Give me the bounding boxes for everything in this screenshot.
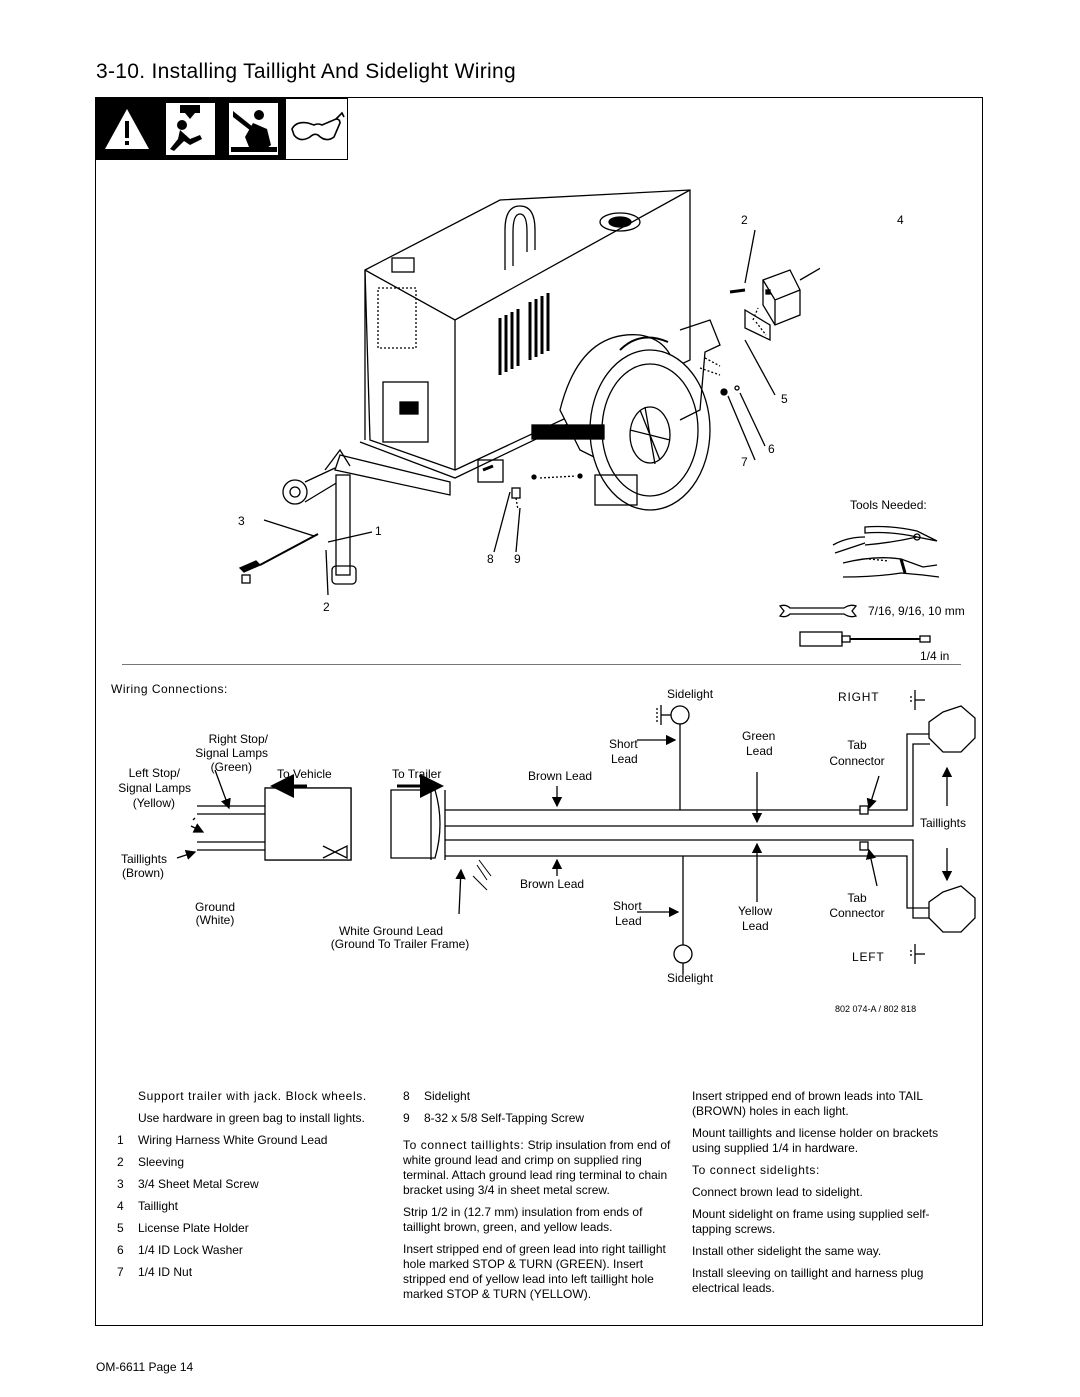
callout-8: 8 (487, 552, 494, 566)
section-divider (122, 664, 961, 665)
sidelight-top-label: Sidelight (667, 687, 714, 701)
wrench-size-label: 7/16, 9/16, 10 mm (868, 604, 965, 618)
callout-7: 7 (741, 455, 748, 469)
green-lead-label-1: Green (742, 729, 776, 743)
instructions-column-3: Insert stripped end of brown leads into … (692, 1089, 967, 1303)
page-title: 3-10. Installing Taillight And Sidelight… (96, 60, 516, 83)
connect-brown-text: Connect brown lead to sidelight. (692, 1185, 863, 1199)
tab-connector-top-label-1: Tab (847, 738, 867, 752)
left-stop-label-3: (Yellow) (132, 796, 175, 810)
callout-2-bottom: 2 (323, 600, 330, 614)
brown-leads-text: Insert stripped end of brown leads into … (692, 1089, 923, 1118)
brown-lead-bottom-label: Brown Lead (520, 877, 585, 891)
sidelight-bottom-label: Sidelight (667, 971, 714, 985)
tab-connector-top-label-2: Connector (829, 754, 885, 768)
callout-2-top: 2 (741, 213, 748, 227)
callout-1: 1 (375, 524, 382, 538)
wrench-icon (778, 604, 858, 618)
strip-insulation-text: Strip 1/2 in (12.7 mm) insulation from e… (403, 1205, 643, 1234)
callout-3: 3 (238, 514, 245, 528)
screwdriver-size-label: 1/4 in (920, 649, 950, 663)
left-stop-label-1: Left Stop/ (128, 766, 180, 780)
right-stop-label-2: Signal Lamps (195, 746, 268, 760)
lifting-hazard-icon (159, 98, 222, 160)
taillights-brown-label-1: Taillights (120, 852, 167, 866)
callout-4: 4 (897, 213, 904, 227)
short-lead-bottom-label-2: Lead (615, 914, 642, 928)
callout-9: 9 (514, 552, 521, 566)
ground-label-1: Ground (194, 900, 236, 914)
tab-connector-bottom-label-2: Connector (829, 906, 885, 920)
page-footer: OM-6611 Page 14 (96, 1360, 194, 1374)
safety-glasses-icon (285, 98, 348, 160)
tab-connector-bottom-label-1: Tab (847, 891, 867, 905)
right-stop-label-3: (Green) (210, 760, 252, 774)
taillights-brown-label-2: (Brown) (121, 866, 164, 880)
short-lead-top-label-2: Lead (611, 752, 638, 766)
warning-triangle-icon (96, 98, 159, 160)
left-label: LEFT (852, 950, 885, 964)
tools-needed-label: Tools Needed: (850, 498, 927, 512)
callout-5: 5 (781, 392, 788, 406)
to-trailer-label: To Trailer (392, 767, 442, 781)
wiring-heading: Wiring Connections: (111, 682, 228, 696)
yellow-lead-label-1: Yellow (738, 904, 773, 918)
white-ground-label-1: White Ground Lead (338, 924, 444, 938)
instructions-column-1: Support trailer with jack. Block wheels.… (117, 1089, 382, 1287)
white-ground-label-2: (Ground To Trailer Frame) (330, 937, 470, 951)
taillights-label: Taillights (920, 816, 967, 830)
install-sleeving-text: Install sleeving on taillight and harnes… (692, 1266, 924, 1295)
sidelight-heading: To connect sidelights: (692, 1163, 820, 1177)
green-lead-label-2: Lead (746, 744, 773, 758)
short-lead-bottom-label-1: Short (613, 899, 642, 913)
wiring-diagram (176, 690, 976, 974)
taillight-instructions: To connect taillights: Strip insulation … (403, 1138, 671, 1197)
safety-icon-strip (96, 98, 351, 160)
right-stop-label-1: Right Stop/ (208, 732, 268, 746)
yellow-lead-label-2: Lead (742, 919, 769, 933)
left-stop-label-2: Signal Lamps (118, 781, 191, 795)
insert-lead-text: Insert stripped end of green lead into r… (403, 1242, 666, 1301)
right-label: RIGHT (838, 690, 880, 704)
mount-taillights-text: Mount taillights and license holder on b… (692, 1126, 939, 1155)
screwdriver-icon (799, 631, 931, 647)
callout-6: 6 (768, 442, 775, 456)
short-lead-top-label-1: Short (609, 737, 638, 751)
content-frame (95, 97, 983, 1326)
drawing-number: 802 074-A / 802 818 (835, 1004, 917, 1014)
other-sidelight-text: Install other sidelight the same way. (692, 1244, 882, 1258)
brown-lead-top-label: Brown Lead (528, 769, 593, 783)
mount-sidelight-text: Mount sidelight on frame using supplied … (692, 1207, 930, 1236)
to-vehicle-label: To Vehicle (277, 767, 332, 781)
falling-equipment-icon (222, 98, 285, 160)
pliers-icon (832, 525, 940, 578)
trailer-generator-illustration (238, 189, 820, 596)
ground-label-2: (White) (195, 913, 235, 927)
intro-support-trailer: Support trailer with jack. Block wheels. (138, 1089, 367, 1103)
intro-hardware: Use hardware in green bag to install lig… (138, 1111, 365, 1125)
